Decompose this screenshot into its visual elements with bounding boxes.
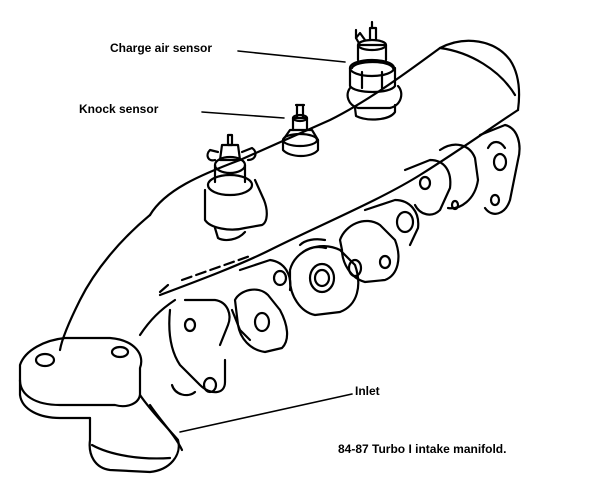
knock-sensor-label: Knock sensor (79, 102, 159, 116)
leader-lines (179, 50, 353, 433)
inlet-label: Inlet (355, 384, 380, 398)
knock-leader (201, 111, 285, 119)
charge-air-sensor-part (346, 20, 403, 121)
inlet-flange (18, 336, 184, 474)
mounting-boss-with-nut (203, 133, 268, 242)
manifold-body (58, 39, 521, 352)
charge-air-sensor-label: Charge air sensor (110, 41, 213, 55)
knock-sensor-part (281, 103, 320, 158)
diagram-caption: 84-87 Turbo I intake manifold. (338, 442, 507, 456)
runner-ports (168, 123, 521, 397)
charge-air-leader (237, 50, 346, 63)
inlet-leader (179, 393, 353, 433)
